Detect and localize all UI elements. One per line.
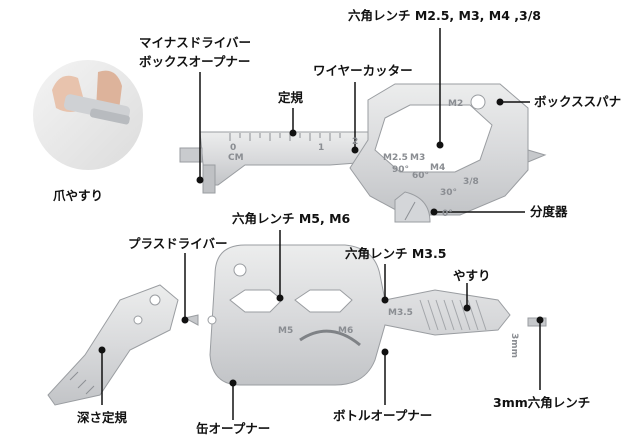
pointer-dots [98,98,544,387]
marking-one: 1 [318,143,324,153]
label-protractor: 分度器 [530,204,568,219]
marking-30: 30° [440,188,457,198]
label-file: やすり [453,268,491,283]
marking-m5: M5 [278,326,293,336]
label-ruler: 定規 [278,90,304,105]
label-box-opener: ボックスオープナー [139,54,251,69]
marking-m2: M2 [448,99,463,109]
label-hex-wrench-m35: 六角レンチ M3.5 [345,246,447,261]
label-nail-file: 爪やすり [53,188,104,203]
marking-zero: 0 [230,143,236,153]
marking-90: 90° [392,165,409,175]
marking-m3: M3 [410,153,425,163]
label-hex-wrench-3mm: 3mm六角レンチ [493,395,591,410]
marking-m6: M6 [338,326,353,336]
label-depth-gauge: 深さ定規 [77,410,128,425]
label-box-spanner: ボックススパナ [534,94,622,109]
label-plus-driver: プラスドライバー [128,236,228,251]
label-hex-wrench-m5m6: 六角レンチ M5, M6 [232,211,351,226]
marking-38: 3/8 [463,177,479,187]
marking-3mm: 3mm [509,333,519,358]
marking-two: 2 [352,137,358,147]
label-hex-wrench-small: 六角レンチ M2.5, M3, M4 ,3/8 [348,8,541,23]
pointer-lines [101,28,541,420]
marking-60: 60° [412,171,429,181]
marking-m25: M2.5 [383,153,408,163]
nail-file-photo [33,60,143,170]
bottom-key-tool [183,244,547,386]
marking-cm: CM [228,153,244,163]
label-bottle-opener: ボトルオープナー [333,408,433,423]
label-wire-cutter: ワイヤーカッター [313,63,413,78]
tool-markings: M2 M2.5 M3 M4 3/8 90° 60° 30° 0° CM 0 1 … [228,99,519,358]
marking-m35: M3.5 [388,308,413,318]
marking-0deg: 0° [442,209,453,219]
label-minus-driver: マイナスドライバー [139,35,252,50]
marking-m4: M4 [430,163,445,173]
label-can-opener: 缶オープナー [196,421,271,436]
top-key-tool [179,83,547,223]
folded-tool [47,284,179,406]
